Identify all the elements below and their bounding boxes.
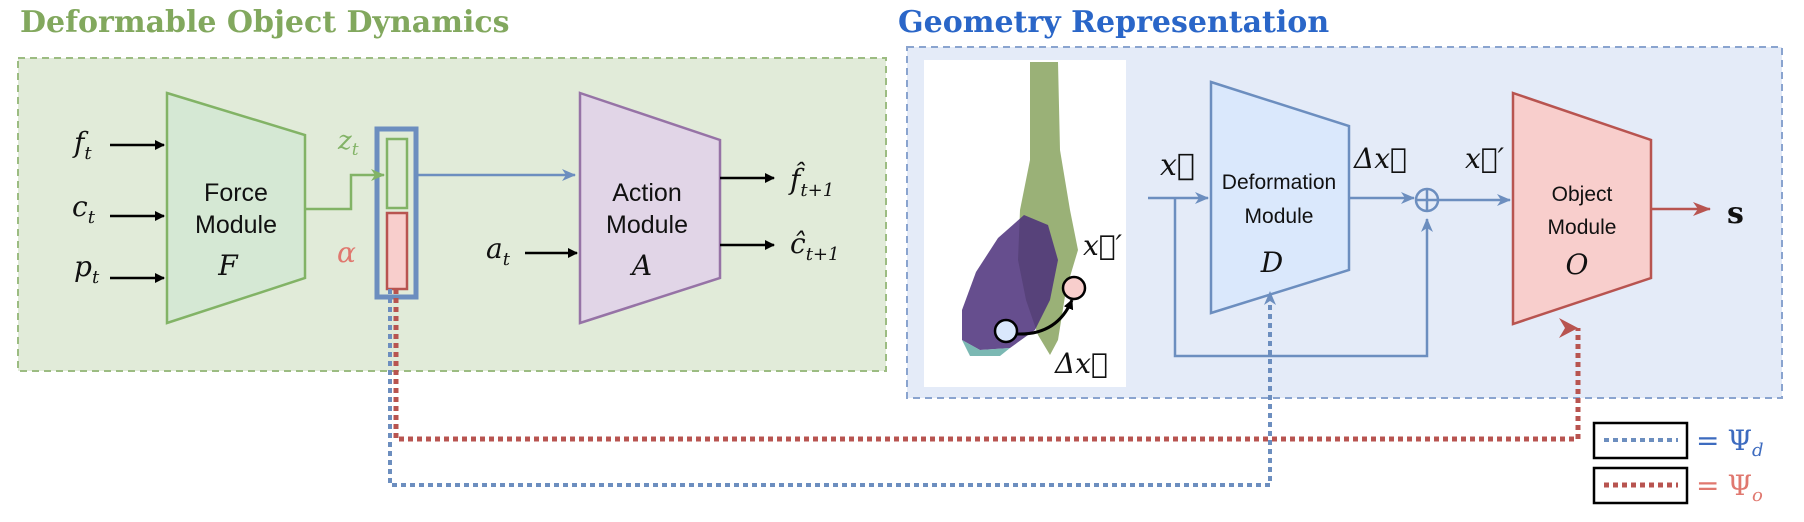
deformation-module-line1: Deformation (1222, 171, 1336, 194)
geometry-section-title: Geometry Representation (898, 5, 1329, 40)
output-c-hat: ĉ (790, 227, 806, 260)
input-a: a (486, 232, 503, 265)
point-cloud-teal-edge (962, 340, 1010, 356)
psi-d-path (388, 289, 1276, 487)
action-module-line1: Action (612, 179, 681, 207)
inset-point-x (993, 318, 1019, 344)
object-module-line2: Module (1548, 216, 1617, 239)
legend-psi-d-eq: = (1696, 424, 1719, 457)
input-a-label: at (486, 232, 511, 270)
dynamics-section-title: Deformable Object Dynamics (20, 5, 510, 40)
object-module-line1: Object (1552, 183, 1613, 206)
output-f-hat-sub: t+1 (800, 180, 834, 201)
input-c: c (72, 190, 88, 223)
inset-delta-x-label: Δx⃗ (1054, 347, 1108, 380)
latent-z-cell (385, 137, 409, 210)
action-module-symbol: A (629, 249, 652, 282)
point-cloud-purple-leaf (962, 215, 1058, 350)
legend-psi-d-symbol: Ψ (1727, 424, 1752, 457)
latent-z-sub: t (352, 140, 359, 160)
legend-psi-d-sub: d (1752, 440, 1764, 461)
deformation-module-line2: Module (1245, 205, 1314, 228)
latent-z-label: zt (337, 126, 359, 160)
input-c-sub: t (88, 207, 96, 228)
legend-psi-o-sub: o (1752, 485, 1763, 506)
deformation-module (1209, 80, 1351, 315)
inset-point-x-prime (1061, 275, 1087, 301)
input-c-label: ct (72, 190, 96, 228)
point-cloud-inset: x⃗′ Δx⃗ (924, 60, 1126, 387)
legend-psi-d-label: =Ψd (1696, 424, 1764, 461)
latent-alpha-cell (385, 211, 409, 291)
input-p-sub: t (92, 267, 100, 288)
dynamics-panel (17, 57, 887, 372)
object-module (1511, 91, 1653, 326)
input-f-sub: t (84, 143, 92, 164)
x-skip-connection (1173, 198, 1433, 358)
action-module-line2: Module (606, 211, 688, 239)
force-module-line2: Module (195, 211, 277, 239)
delta-x-label: Δx⃗ (1353, 142, 1407, 175)
action-module (578, 91, 722, 325)
force-to-latent-arrow (305, 169, 385, 211)
latent-alpha-label: α (337, 236, 356, 269)
input-p-label: pt (74, 250, 100, 288)
input-p: p (74, 250, 92, 283)
latent-z: z (337, 126, 352, 156)
legend-psi-o-label: =Ψo (1696, 469, 1763, 506)
x-prime-label: x⃗′ (1465, 142, 1505, 175)
output-c-hat-label: ĉt+1 (790, 227, 839, 265)
x-input-label: x⃗ (1160, 148, 1195, 183)
legend-psi-o-symbol: Ψ (1727, 469, 1752, 502)
force-module-symbol: F (217, 249, 239, 282)
output-c-hat-sub: t+1 (806, 244, 840, 265)
psi-o-path (393, 289, 1581, 442)
legend-psi-o-eq: = (1696, 469, 1719, 502)
deformation-module-symbol: D (1260, 246, 1283, 279)
input-a-sub: t (503, 249, 511, 270)
force-module (165, 91, 307, 325)
output-s-label: s (1727, 196, 1744, 231)
object-module-symbol: O (1566, 248, 1589, 281)
inset-x-prime-label: x⃗′ (1083, 229, 1123, 262)
force-module-line1: Force (204, 179, 268, 207)
